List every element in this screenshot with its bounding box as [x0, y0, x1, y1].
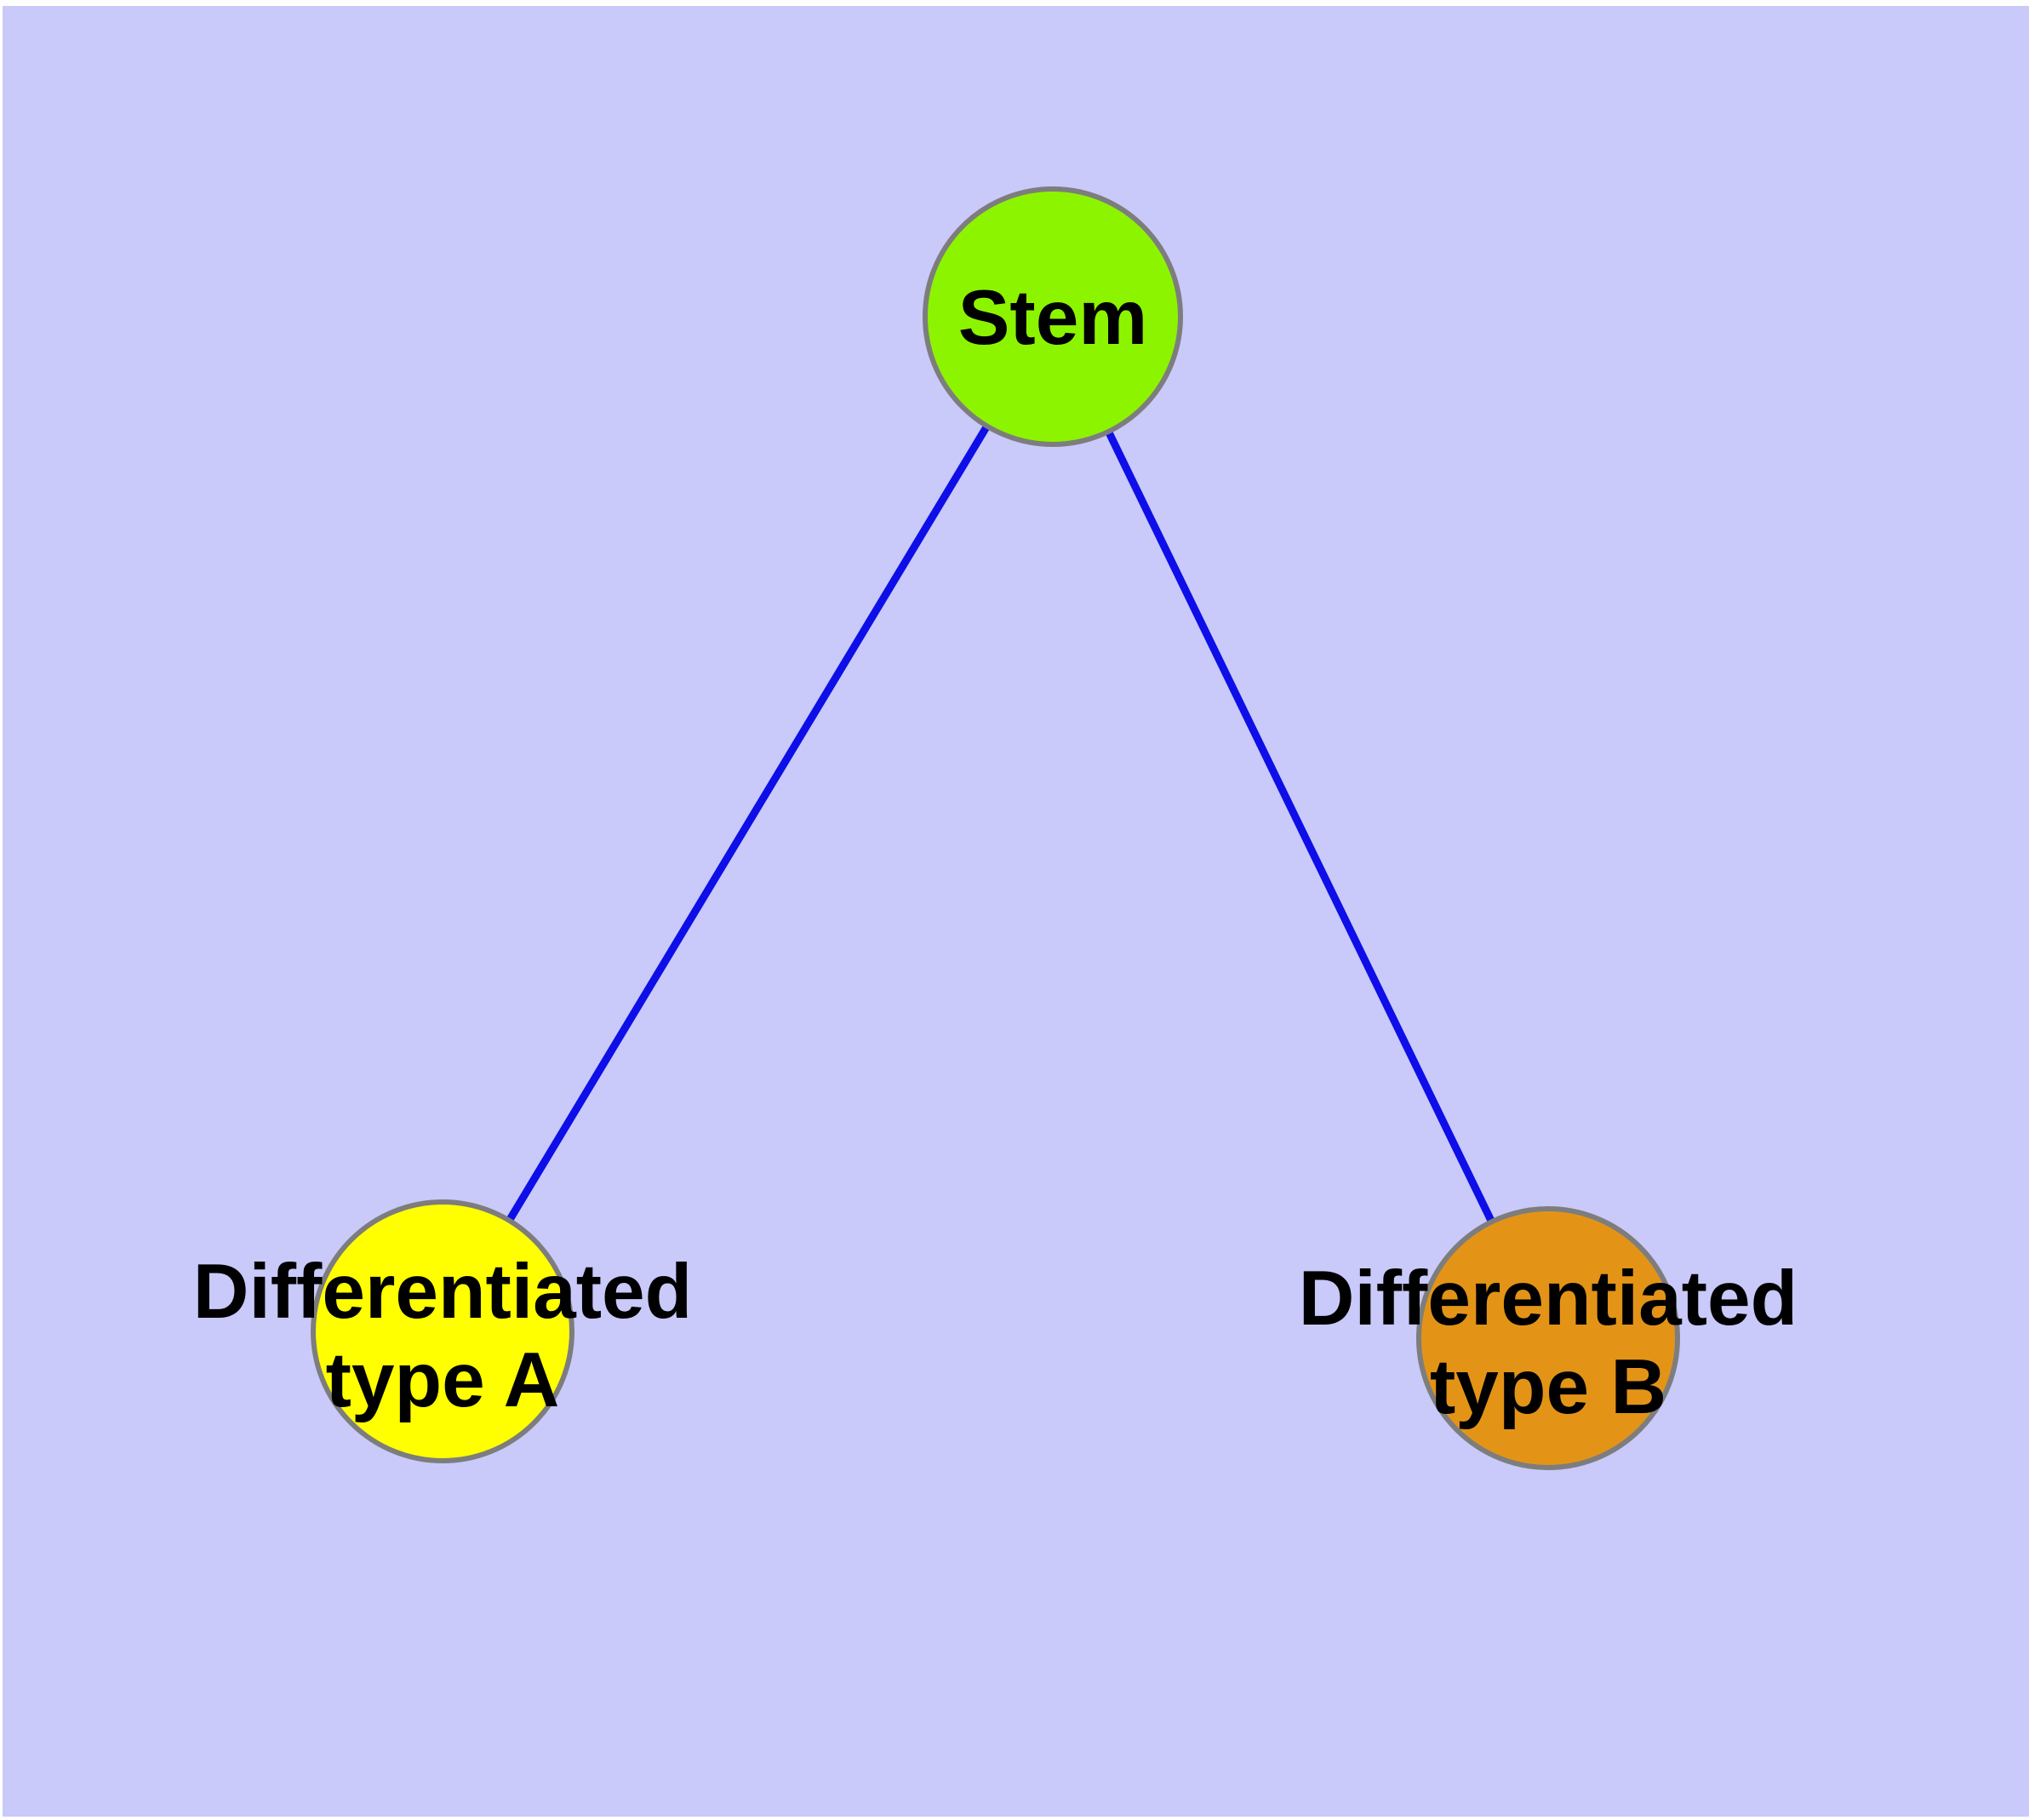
- edges: [439, 314, 1552, 1340]
- node-type-a-label-line2: type A: [326, 1337, 560, 1423]
- node-type-b-label-line1: Differentiated: [1299, 1256, 1798, 1342]
- node-stem-label: Stem: [958, 275, 1148, 361]
- node-type-a: Differentiated type A: [193, 1199, 693, 1463]
- node-stem-circle: [923, 186, 1183, 447]
- node-type-b-label-line2: type B: [1430, 1344, 1666, 1430]
- node-type-a-circle: [311, 1199, 574, 1463]
- node-type-b-circle: [1416, 1206, 1680, 1470]
- node-type-a-label-line1: Differentiated: [193, 1249, 693, 1335]
- node-type-b: Differentiated type B: [1299, 1206, 1798, 1470]
- edge-stem-to-type-b: [1049, 315, 1552, 1340]
- node-stem: Stem: [923, 186, 1183, 447]
- edge-stem-to-type-a: [439, 314, 1056, 1334]
